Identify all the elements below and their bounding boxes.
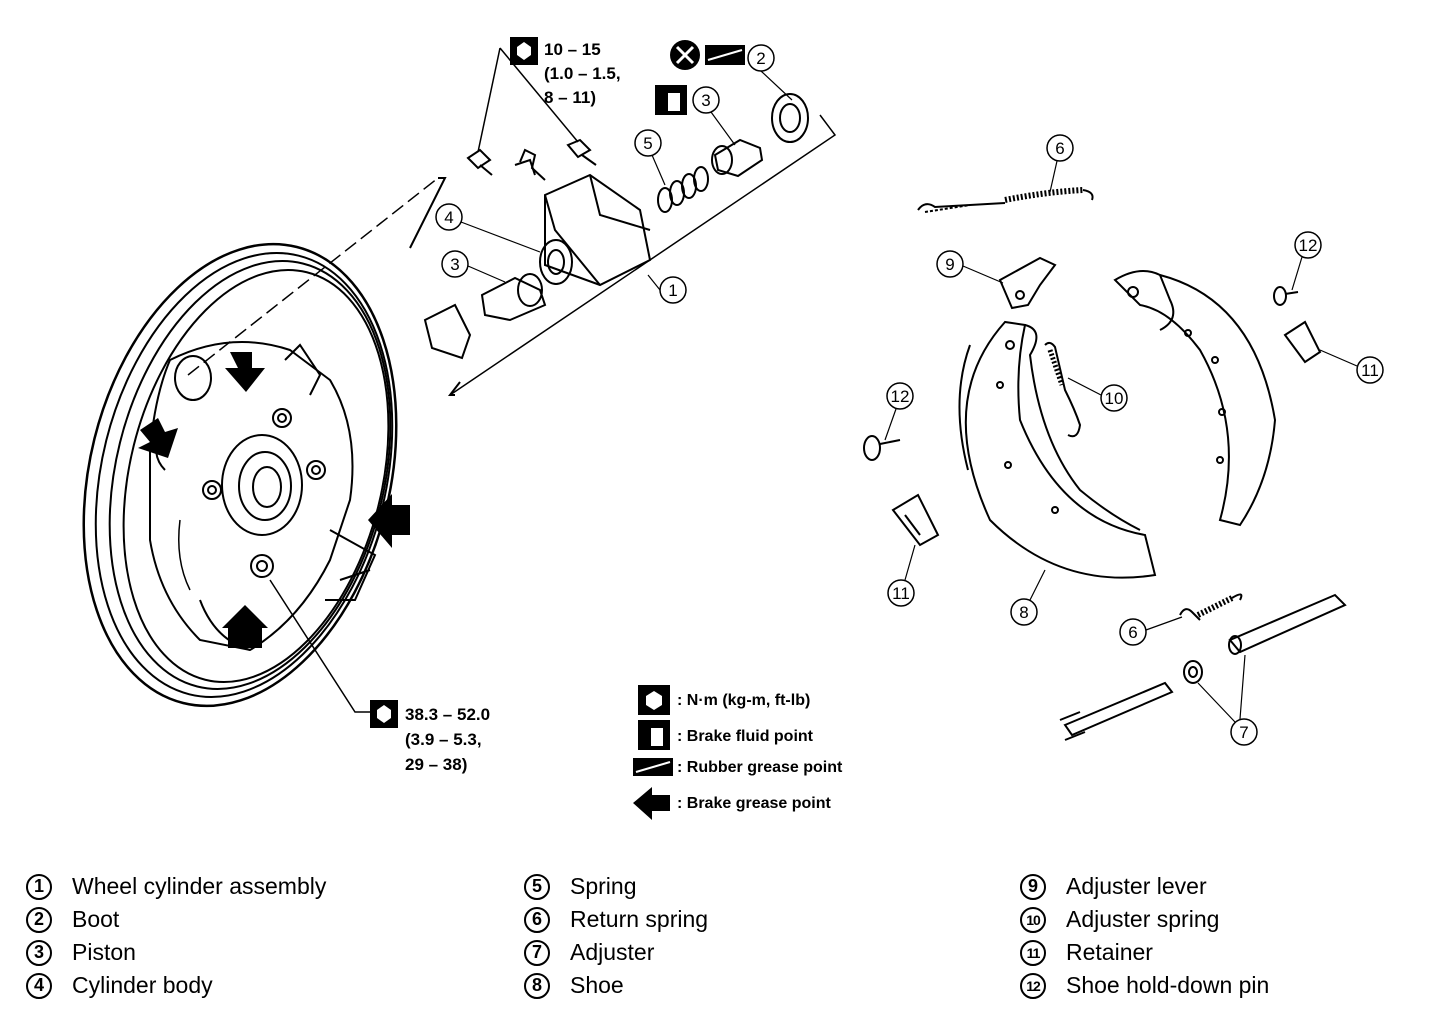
brake-exploded-diagram: 10 – 15 (1.0 – 1.5, 8 – 11) — [82, 37, 1384, 820]
part-row: 11 Retainer — [1020, 936, 1269, 969]
svg-text:9: 9 — [945, 255, 954, 274]
part-row: 12 Shoe hold-down pin — [1020, 969, 1269, 1002]
part-name: Shoe hold-down pin — [1066, 972, 1270, 998]
spring — [657, 166, 709, 213]
svg-text:4: 4 — [444, 208, 453, 227]
part-number-badge: 1 — [26, 873, 52, 900]
part-row: 6 Return spring — [524, 903, 708, 936]
torque-icon-top — [510, 37, 538, 65]
bolts-torque-callout: 10 – 15 (1.0 – 1.5, 8 – 11) — [544, 40, 621, 107]
part-row: 9 Adjuster lever — [1020, 870, 1269, 903]
brake-fluid-icon — [655, 85, 687, 115]
svg-text:11: 11 — [1361, 361, 1379, 380]
part-name: Boot — [72, 906, 120, 932]
legend-torque: : N·m (kg-m, ft-lb) — [638, 685, 810, 715]
parts-column-1: 1 Wheel cylinder assembly 2 Boot 3 Pisto… — [26, 870, 326, 1002]
hold-down-pin-left — [863, 435, 901, 461]
svg-text:7: 7 — [1239, 723, 1248, 742]
svg-text:3: 3 — [450, 255, 459, 274]
part-name: Return spring — [570, 906, 709, 932]
svg-text:12: 12 — [891, 387, 910, 406]
svg-text:6: 6 — [1128, 623, 1137, 642]
cylinder-bolts — [466, 138, 597, 176]
rubber-grease-icon — [705, 45, 745, 65]
svg-text:10: 10 — [1105, 389, 1124, 408]
svg-text:(1.0 – 1.5,: (1.0 – 1.5, — [544, 64, 621, 83]
svg-text:: Brake fluid point: : Brake fluid point — [677, 728, 814, 745]
part-row: 7 Adjuster — [524, 936, 708, 969]
part-row: 3 Piston — [26, 936, 326, 969]
part-number-badge: 6 — [524, 906, 550, 933]
part-number-badge: 7 — [524, 939, 550, 966]
svg-text:: N·m (kg-m, ft-lb): : N·m (kg-m, ft-lb) — [677, 692, 810, 709]
part-name: Adjuster lever — [1066, 873, 1207, 899]
part-name: Adjuster — [570, 939, 655, 965]
part-name: Spring — [570, 873, 637, 899]
part-row: 5 Spring — [524, 870, 708, 903]
part-row: 4 Cylinder body — [26, 969, 326, 1002]
svg-text:3: 3 — [701, 91, 710, 110]
part-number-badge: 11 — [1020, 939, 1046, 966]
retainer-left — [891, 493, 940, 547]
svg-text:6: 6 — [1055, 139, 1064, 158]
brake-grease-arrows — [138, 352, 410, 648]
adjuster-lever — [998, 256, 1057, 310]
svg-text:8: 8 — [1019, 603, 1028, 622]
hold-down-pin-right — [1273, 286, 1299, 306]
part-number-badge: 8 — [524, 972, 550, 999]
return-spring-top — [917, 187, 1094, 213]
plate-torque-callout: 38.3 – 52.0 (3.9 – 5.3, 29 – 38) — [370, 700, 490, 774]
part-name: Piston — [72, 939, 136, 965]
svg-text:: Rubber grease point: : Rubber grease point — [677, 759, 843, 776]
part-row: 2 Boot — [26, 903, 326, 936]
svg-text:5: 5 — [643, 134, 652, 153]
wheel-cylinder-group — [409, 93, 837, 396]
plate-bolts — [202, 408, 326, 578]
svg-text:38.3 – 52.0: 38.3 – 52.0 — [405, 705, 490, 724]
parts-column-2: 5 Spring 6 Return spring 7 Adjuster 8 Sh… — [524, 870, 708, 1002]
svg-text:29 – 38): 29 – 38) — [405, 755, 467, 774]
backing-plate — [82, 242, 398, 708]
retainer-right — [1283, 320, 1322, 364]
parts-list: 1 Wheel cylinder assembly 2 Boot 3 Pisto… — [0, 870, 1440, 1020]
svg-text:11: 11 — [892, 584, 910, 603]
part-name: Adjuster spring — [1066, 906, 1220, 932]
shoe-left — [958, 320, 1157, 579]
shoe-right — [1113, 270, 1277, 527]
part-number-badge: 9 — [1020, 873, 1046, 900]
part-number-badge: 5 — [524, 873, 550, 900]
legend-brake-grease: : Brake grease point — [633, 787, 832, 820]
svg-text:12: 12 — [1299, 236, 1318, 255]
svg-text:(3.9 – 5.3,: (3.9 – 5.3, — [405, 730, 482, 749]
part-number-badge: 3 — [26, 939, 52, 966]
do-not-reuse-icon — [670, 40, 700, 70]
part-number-badge: 4 — [26, 972, 52, 999]
part-name: Retainer — [1066, 939, 1153, 965]
part-name: Shoe — [570, 972, 624, 998]
legend-brake-fluid: : Brake fluid point — [638, 720, 814, 750]
callout-circles — [435, 44, 1384, 746]
svg-text:2: 2 — [756, 49, 765, 68]
symbol-legend: : N·m (kg-m, ft-lb) : Brake fluid point … — [633, 685, 843, 820]
part-number-badge: 2 — [26, 906, 52, 933]
return-spring-lower — [1179, 593, 1243, 621]
svg-text:1: 1 — [668, 281, 677, 300]
part-row: 8 Shoe — [524, 969, 708, 1002]
adjuster — [1059, 593, 1347, 741]
part-name: Wheel cylinder assembly — [72, 873, 327, 899]
part-name: Cylinder body — [72, 972, 213, 998]
callout-numbers: 1 2 3 3 4 5 6 6 7 8 9 10 11 11 12 12 — [444, 49, 1379, 742]
adjuster-spring — [1044, 341, 1082, 438]
legend-rubber-grease: : Rubber grease point — [633, 758, 843, 776]
part-row: 10 Adjuster spring — [1020, 903, 1269, 936]
assembly-leader — [187, 177, 439, 376]
svg-text:10 – 15: 10 – 15 — [544, 40, 601, 59]
svg-text:8 – 11): 8 – 11) — [544, 88, 596, 107]
parts-column-3: 9 Adjuster lever 10 Adjuster spring 11 R… — [1020, 870, 1269, 1002]
part-number-badge: 12 — [1020, 972, 1046, 999]
svg-text:: Brake grease point: : Brake grease point — [677, 795, 832, 812]
part-row: 1 Wheel cylinder assembly — [26, 870, 326, 903]
part-number-badge: 10 — [1020, 906, 1046, 933]
